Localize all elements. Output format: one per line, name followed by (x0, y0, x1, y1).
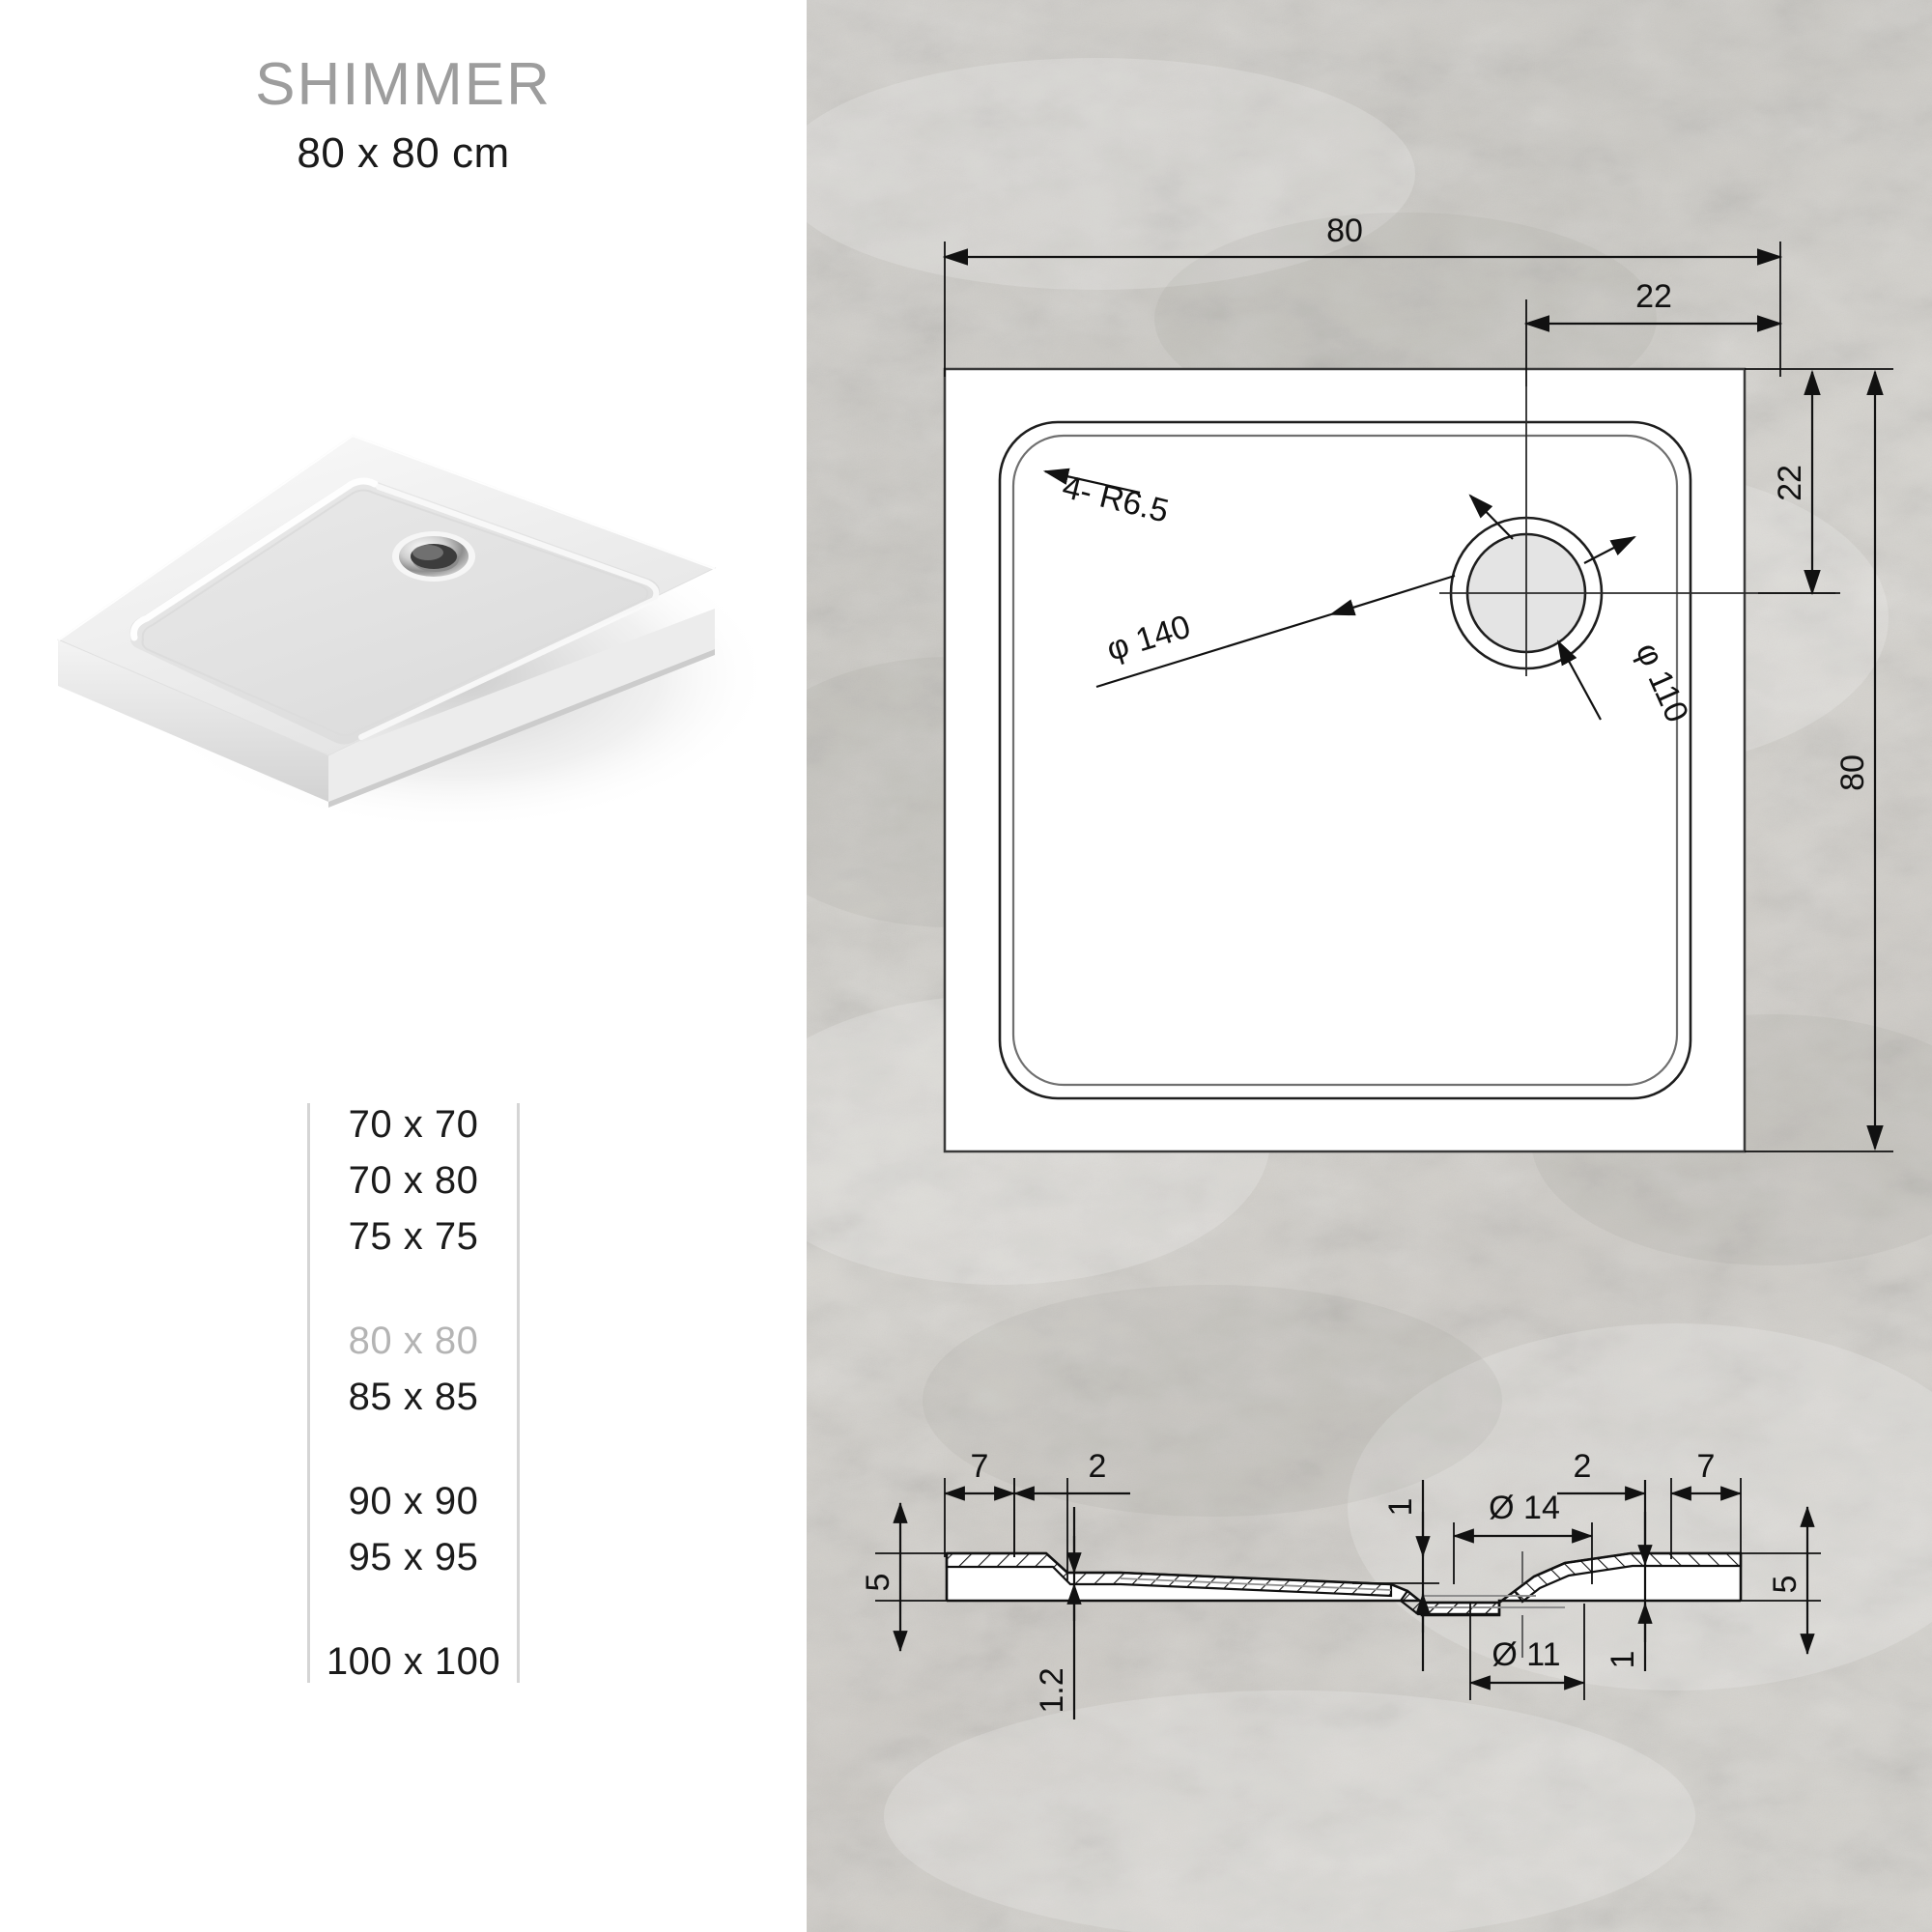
left-info-panel: SHIMMER 80 x 80 cm (0, 0, 807, 1932)
size-option-100x100[interactable]: 100 x 100 (326, 1640, 501, 1683)
product-photo (39, 386, 773, 850)
size-option-85x85[interactable]: 85 x 85 (348, 1376, 479, 1418)
size-option-75x75[interactable]: 75 x 75 (348, 1215, 479, 1258)
drain-cover (392, 531, 475, 582)
basin-inner-line (141, 489, 649, 737)
tray-outer-highlight (56, 432, 716, 641)
title-block: SHIMMER 80 x 80 cm (0, 53, 807, 178)
page-title: SHIMMER (255, 51, 552, 118)
list-divider-left (307, 1103, 310, 1683)
basin-rim-highlight-2 (358, 484, 660, 740)
product-size-subtitle: 80 x 80 cm (297, 129, 510, 178)
size-option-70x80[interactable]: 70 x 80 (348, 1159, 479, 1202)
size-option-95x95[interactable]: 95 x 95 (348, 1536, 479, 1578)
list-divider-right (517, 1103, 520, 1683)
tray-side-edge (58, 639, 328, 802)
right-drawing-panel (807, 0, 1932, 1932)
size-option-80x80[interactable]: 80 x 80 (348, 1320, 479, 1362)
size-option-90x90[interactable]: 90 x 90 (348, 1480, 479, 1522)
concrete-texture-background (807, 0, 1932, 1932)
tray-front-edge-dark (328, 649, 715, 808)
basin-rim-highlight (130, 477, 379, 641)
size-options-list[interactable]: 70 x 70 70 x 80 75 x 75 80 x 80 85 x 85 … (307, 1103, 520, 1683)
size-option-70x70[interactable]: 70 x 70 (348, 1103, 479, 1146)
tray-front-edge (328, 609, 715, 802)
